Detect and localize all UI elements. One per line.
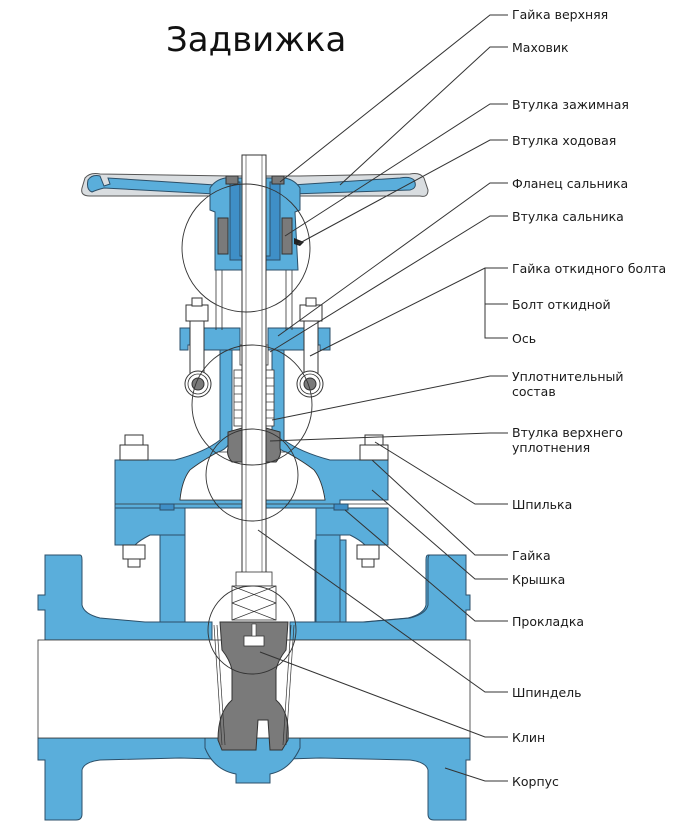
label-uplotnitelny-sostav: Уплотнительный состав [512, 369, 624, 399]
eyebolt-nut-left [185, 304, 209, 322]
stem-nut-left [217, 217, 229, 255]
diagram-title: Задвижка [166, 20, 347, 60]
stud-top-left [124, 434, 144, 446]
wedge-shape [217, 621, 289, 751]
stem-head [231, 585, 277, 621]
eyebolt-nut-top-left [191, 297, 203, 307]
label-flanets-salnika: Фланец сальника [512, 176, 629, 191]
stud-end-right-lower [361, 558, 375, 568]
stud-end-left-lower [127, 558, 141, 568]
detail-circle-handwheel [181, 183, 311, 313]
label-uplotnitelny-sostav-line1: Уплотнительный [512, 369, 624, 384]
leader-uplotnitelny-sostav [271, 375, 508, 421]
stem-shaft [241, 154, 267, 576]
leader-lines [257, 14, 508, 782]
label-kryshka: Крышка [512, 572, 566, 587]
leader-shpilka [374, 441, 508, 505]
label-prokladka: Прокладка [512, 614, 585, 629]
label-klin: Клин [512, 730, 546, 745]
label-os: Ось [512, 331, 537, 346]
stem [231, 154, 277, 621]
label-vtulka-verkhnego-uplotneniya: Втулка верхнего уплотнения [512, 425, 623, 455]
gland-flange [179, 327, 241, 351]
label-vtulka-khodovaya: Втулка ходовая [512, 133, 617, 148]
label-gaika-verkhnyaya: Гайка верхняя [512, 7, 609, 22]
yoke [215, 270, 293, 330]
gland-assembly [179, 297, 331, 463]
eyebolt-left [189, 319, 205, 376]
leader-bracket [484, 268, 508, 339]
leader-gaika [371, 459, 508, 556]
label-gaika: Гайка [512, 548, 551, 563]
detail-circle-backseat [205, 428, 299, 522]
stud-nut-right [359, 444, 389, 461]
leader-vtulka-zazhimnaya [284, 103, 508, 237]
leader-vtulka-salnika [269, 215, 508, 353]
leader-makhovik [339, 46, 508, 186]
detail-circle-wedge [207, 585, 297, 675]
label-korpus: Корпус [512, 774, 559, 789]
label-shpilka: Шпилька [512, 497, 573, 512]
eyebolt-nut-right [299, 304, 323, 322]
gasket-left [159, 503, 175, 511]
top-nut-left [225, 175, 239, 185]
leader-shpindel [257, 529, 508, 693]
leader-vtulka-khodovaya [297, 139, 508, 245]
leader-kryshka [371, 489, 508, 580]
wedge-slot [243, 635, 265, 647]
backseat-bushing [227, 427, 243, 463]
stud-nut-left [119, 444, 149, 461]
leader-klin [259, 651, 508, 738]
leader-prokladka [344, 509, 508, 622]
upper-studs [119, 434, 389, 461]
leader-korpus [444, 767, 508, 782]
eyebolt-right [303, 319, 319, 376]
lower-studs [122, 544, 380, 568]
detail-circles [181, 183, 313, 675]
label-gaika-otkidnogo-bolta: Гайка откидного болта [512, 261, 667, 276]
label-bolt-otkidnoy: Болт откидной [512, 297, 611, 312]
top-nut-right [271, 175, 285, 185]
handwheel-spoke-left [87, 175, 216, 195]
label-vtulka-verkhnego-line1: Втулка верхнего [512, 425, 623, 440]
leader-gaika-verkhnyaya [279, 14, 508, 183]
detail-circle-gland [191, 344, 313, 466]
stem-coupling [235, 571, 273, 587]
label-vtulka-verkhnego-line2: уплотнения [512, 440, 591, 455]
wedge [213, 621, 295, 751]
eyebolt-nut-top-right [305, 297, 317, 307]
leader-vtulka-verkhnego [269, 432, 508, 442]
stem-nut-right [281, 217, 293, 255]
label-vtulka-zazhimnaya: Втулка зажимная [512, 97, 629, 112]
leader-flanets-salnika [277, 182, 508, 337]
handwheel-spoke-right [291, 176, 416, 195]
stud-nut-right-lower [356, 544, 380, 560]
label-shpindel: Шпиндель [512, 685, 582, 700]
label-uplotnitelny-sostav-line2: состав [512, 384, 556, 399]
stud-nut-left-lower [122, 544, 146, 560]
leader-gaika-otkidnogo-bolta [309, 267, 508, 357]
label-makhovik: Маховик [512, 40, 569, 55]
backseat-bushing-r [265, 427, 281, 463]
gasket-right [333, 503, 349, 511]
handwheel-tab [294, 238, 304, 246]
gland-flange-r [267, 327, 331, 351]
label-vtulka-salnika: Втулка сальника [512, 209, 624, 224]
